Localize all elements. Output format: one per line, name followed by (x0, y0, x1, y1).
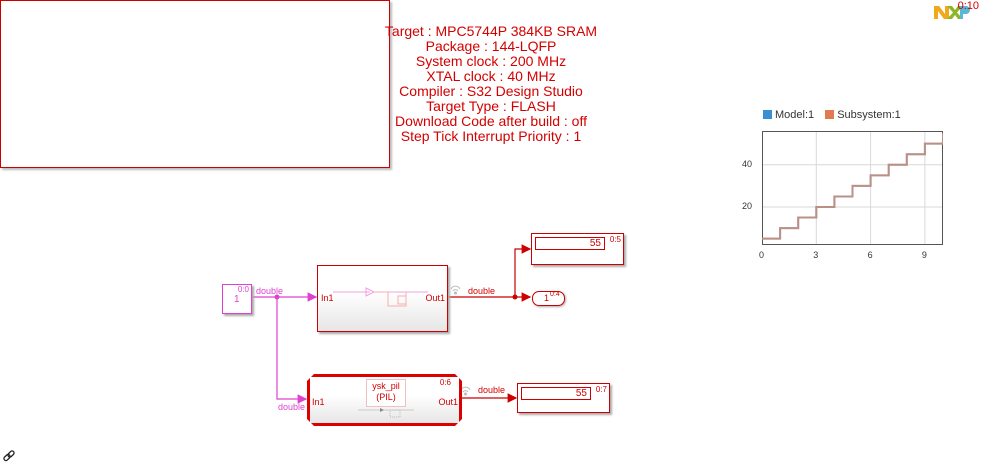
link-icon[interactable] (2, 449, 16, 463)
config-line: XTAL clock : 40 MHz (426, 68, 556, 84)
in-port-label: In1 (312, 397, 325, 407)
block-priority: 0:6 (439, 378, 451, 387)
pil-mode: (PIL) (376, 392, 396, 402)
y-tick-label: 20 (742, 201, 753, 211)
display-block-bottom[interactable]: 55 0:7 (517, 383, 610, 413)
constant-value: 1 (234, 294, 240, 305)
display-value: 55 (521, 387, 591, 400)
in-port-label: In1 (321, 293, 334, 303)
series-line-subsystem (762, 133, 943, 240)
block-priority: 0:0 (237, 285, 249, 294)
y-tick-label: 40 (742, 158, 753, 169)
block-priority: 0:10 (957, 0, 979, 12)
config-lines: Target : MPC5744P 384KB SRAM Package : 1… (0, 24, 982, 144)
config-line: Package : 144-LQFP (425, 38, 557, 54)
legend-swatch (825, 110, 835, 119)
chart-plot-area[interactable] (762, 131, 943, 245)
x-tick-label: 9 (921, 250, 927, 260)
config-line: Step Tick Interrupt Priority : 1 (400, 128, 582, 144)
block-priority: 0:7 (595, 385, 607, 394)
display-block-top[interactable]: 55 0:5 (531, 233, 624, 265)
chart-legend: Model:1 Subsystem:1 (763, 109, 901, 121)
legend-item-subsystem[interactable]: Subsystem:1 (825, 109, 901, 121)
legend-item-model[interactable]: Model:1 (763, 109, 814, 121)
signal-label: double (278, 402, 306, 412)
signal-label: double (468, 286, 496, 296)
config-line: Compiler : S32 Design Studio (399, 83, 583, 99)
signal-line-display-top (514, 244, 532, 297)
legend-label: Model:1 (775, 109, 815, 121)
nxp-logo-icon (934, 6, 970, 19)
plot-frame (762, 131, 943, 245)
display-value: 55 (535, 237, 605, 250)
config-line: System clock : 200 MHz (415, 53, 567, 69)
legend-swatch (763, 110, 772, 119)
signal-line-in-pil (276, 297, 308, 404)
config-line: Target : MPC5744P 384KB SRAM (384, 23, 598, 39)
out-port-label: Out1 (425, 293, 445, 303)
pil-preview-icon (358, 407, 414, 419)
block-priority: 0:4 (550, 291, 560, 298)
x-tick-label: 3 (813, 250, 819, 260)
config-line: Target Type : FLASH (426, 98, 556, 114)
subsystem-block[interactable]: In1 Out1 (317, 265, 448, 332)
pil-block[interactable]: In1 Out1 0:6 ysk_pil (PIL) (307, 374, 462, 426)
x-tick-label: 0 (759, 250, 765, 260)
block-priority: 0:5 (609, 235, 621, 244)
signal-label: double (256, 286, 284, 296)
signal-label: double (478, 385, 506, 395)
pil-title: ysk_pil (372, 381, 400, 391)
config-line: Download Code after build : off (395, 113, 587, 129)
out-port-label: Out1 (438, 397, 458, 407)
pil-title-box: ysk_pil (PIL) (366, 379, 406, 407)
signal-log-icon (460, 386, 471, 396)
subsystem-preview-icon (333, 287, 428, 307)
outport-block[interactable]: 1 0:4 (532, 291, 565, 306)
legend-label: Subsystem:1 (837, 109, 901, 121)
signal-log-icon (450, 285, 461, 295)
outport-number: 1 (544, 293, 550, 303)
constant-block[interactable]: 0:0 1 (222, 284, 252, 314)
x-tick-label: 6 (867, 250, 873, 260)
